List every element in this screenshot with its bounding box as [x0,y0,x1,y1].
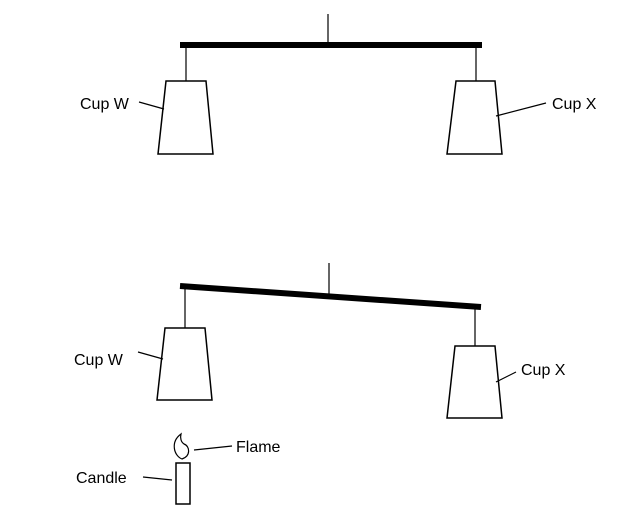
label-cup-w-top: Cup W [80,96,130,113]
label-cup-x-bottom: Cup X [521,362,566,379]
balance-top: Cup W Cup X [80,14,597,155]
label-flame: Flame [236,439,281,456]
cup-x-bottom [446,345,503,419]
label-candle: Candle [76,470,127,487]
label-cup-x-top: Cup X [552,96,597,113]
leader-cup-x-bottom [495,371,517,383]
cup-w-top [157,80,214,155]
leader-cup-w-top [138,101,165,110]
balance-bottom: Cup W Cup X Flame Candle [74,263,566,505]
cup-x-top [446,80,503,155]
flame-icon [173,432,190,460]
leader-cup-x-top [495,102,547,117]
leader-flame [193,445,233,451]
leader-cup-w-bottom [137,351,164,360]
cup-w-bottom [156,327,213,401]
beam-bottom [179,283,482,310]
candle-icon [175,462,191,505]
leader-candle [142,476,173,481]
label-cup-w-bottom: Cup W [74,352,124,369]
